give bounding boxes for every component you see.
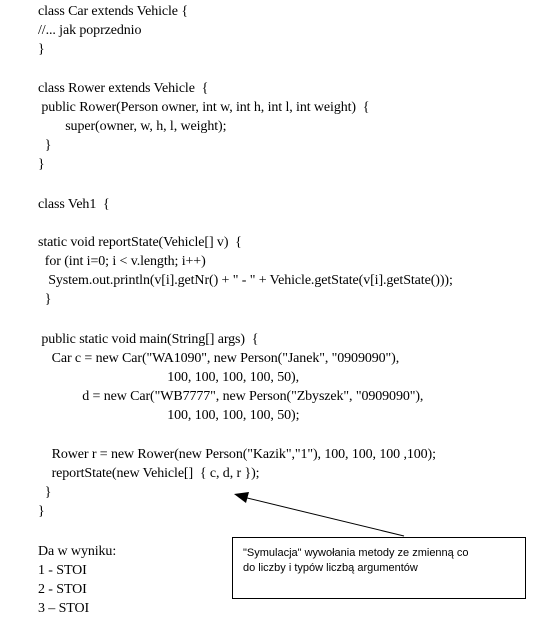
code-line: 100, 100, 100, 100, 50);: [38, 408, 300, 423]
code-line: reportState(new Vehicle[] { c, d, r });: [38, 466, 260, 481]
code-line: }: [38, 42, 45, 57]
code-line: }: [38, 157, 45, 172]
code-line: class Veh1 {: [38, 197, 110, 212]
output-line: 2 - STOI: [38, 582, 87, 597]
callout-note-line: do liczby i typów liczbą argumentów: [243, 562, 418, 574]
code-line: }: [38, 138, 52, 153]
code-line: 100, 100, 100, 100, 50),: [38, 370, 299, 385]
code-line: static void reportState(Vehicle[] v) {: [38, 235, 242, 250]
code-line: Rower r = new Rower(new Person("Kazik","…: [38, 447, 436, 462]
code-line: public static void main(String[] args) {: [38, 332, 259, 347]
callout-note-line: "Symulacja" wywołania metody ze zmienną …: [243, 547, 469, 559]
code-line: System.out.println(v[i].getNr() + " - " …: [38, 273, 453, 288]
code-line: class Car extends Vehicle {: [38, 4, 188, 19]
code-line: for (int i=0; i < v.length; i++): [38, 254, 206, 269]
code-line: }: [38, 485, 52, 500]
code-line: Car c = new Car("WA1090", new Person("Ja…: [38, 351, 400, 366]
code-line: class Rower extends Vehicle {: [38, 81, 209, 96]
code-line: }: [38, 292, 52, 307]
callout-note: "Symulacja" wywołania metody ze zmienną …: [232, 537, 526, 599]
output-heading: Da w wyniku:: [38, 544, 117, 559]
code-line: }: [38, 504, 45, 519]
code-line: //... jak poprzednio: [38, 23, 142, 38]
code-line: d = new Car("WB7777", new Person("Zbysze…: [38, 389, 424, 404]
output-line: 1 - STOI: [38, 563, 87, 578]
code-line: public Rower(Person owner, int w, int h,…: [38, 100, 370, 115]
output-line: 3 – STOI: [38, 601, 90, 616]
code-line: super(owner, w, h, l, weight);: [38, 119, 227, 134]
